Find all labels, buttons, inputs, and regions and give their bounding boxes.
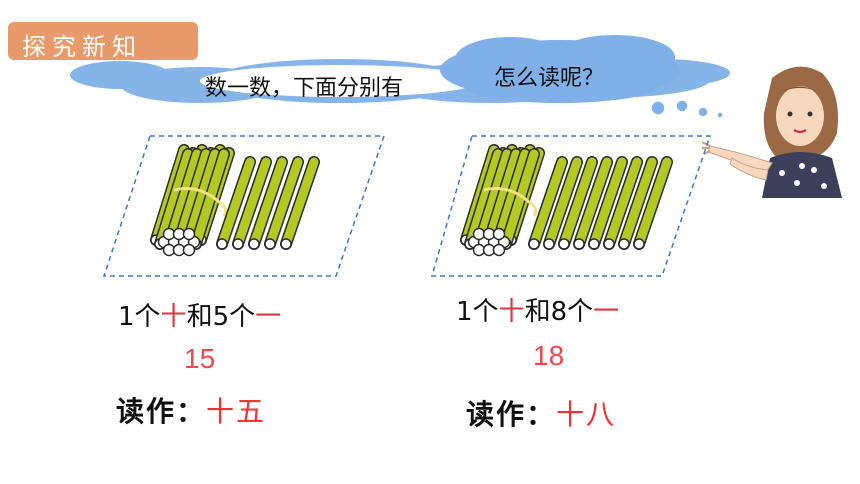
bundle-end: [182, 243, 196, 257]
stick-end: [232, 238, 244, 250]
number-1: 15: [184, 343, 216, 374]
stick: [604, 157, 642, 249]
stick-end: [573, 238, 585, 250]
section-tag: [8, 22, 198, 60]
desc-part: 1个: [118, 302, 161, 332]
stick: [559, 157, 597, 249]
stick-end: [248, 238, 260, 250]
stick-end: [264, 238, 276, 250]
tens-word: 十: [160, 302, 187, 332]
stick: [164, 149, 202, 249]
stick: [191, 149, 229, 249]
stick-end: [618, 238, 630, 250]
bundle-tie: [483, 187, 538, 217]
main-cloud-text: 数一数，下面分别有: [205, 76, 404, 101]
girl-illustration: [702, 66, 842, 198]
stick: [474, 149, 512, 249]
stick: [281, 157, 319, 249]
loose-sticks: [528, 156, 673, 250]
read-label: 读作：: [466, 398, 557, 431]
stick-end: [603, 238, 615, 250]
stick: [155, 149, 193, 249]
description-2: 1个十和8个一: [456, 291, 619, 328]
bundle-end: [492, 243, 506, 257]
bubble-cloud-text: 怎么读呢？: [494, 66, 605, 91]
desc-part: 1个: [456, 297, 499, 327]
stick: [544, 157, 582, 249]
stick: [574, 157, 612, 249]
bundle-end: [182, 227, 196, 241]
dashed-frame: [102, 135, 386, 277]
number-2: 18: [533, 340, 565, 371]
stick-end: [543, 238, 555, 250]
read-value: 十五: [206, 395, 267, 428]
stick-bundle: [460, 144, 545, 257]
stick: [249, 157, 287, 249]
stick-end: [633, 238, 645, 250]
section-tag-label: 探究新知: [22, 33, 142, 61]
read-as-2: 读作：十八: [466, 393, 616, 433]
stick-end: [558, 238, 570, 250]
bundle-end: [492, 227, 506, 241]
desc-part: 和5个: [186, 302, 256, 332]
stick: [634, 157, 672, 249]
stick: [465, 149, 503, 249]
description-1: 1个十和5个一: [118, 296, 281, 333]
stick-end: [528, 238, 540, 250]
stick: [529, 157, 567, 249]
read-as-1: 读作：十五: [116, 390, 266, 430]
desc-part: 和8个: [524, 297, 594, 327]
stick: [233, 157, 271, 249]
stick-end: [280, 238, 292, 250]
stick: [589, 157, 627, 249]
bubble-dots: [650, 99, 724, 119]
bubble-cloud: [440, 35, 680, 103]
stick-end: [216, 238, 228, 250]
thought-clouds: [70, 35, 730, 119]
stick: [619, 157, 657, 249]
stick-bundle: [150, 144, 235, 257]
stick: [217, 157, 255, 249]
ones-word: 一: [255, 302, 282, 332]
stick: [501, 149, 539, 249]
read-label: 读作：: [116, 395, 207, 428]
sticks-panel-2: [431, 135, 712, 277]
stick: [265, 157, 303, 249]
loose-sticks: [216, 156, 320, 250]
ones-word: 一: [593, 297, 620, 327]
stick-end: [588, 238, 600, 250]
sticks-panel-1: [102, 135, 386, 277]
tens-word: 十: [498, 297, 525, 327]
bundle-tie: [173, 187, 228, 217]
read-value: 十八: [556, 398, 617, 431]
